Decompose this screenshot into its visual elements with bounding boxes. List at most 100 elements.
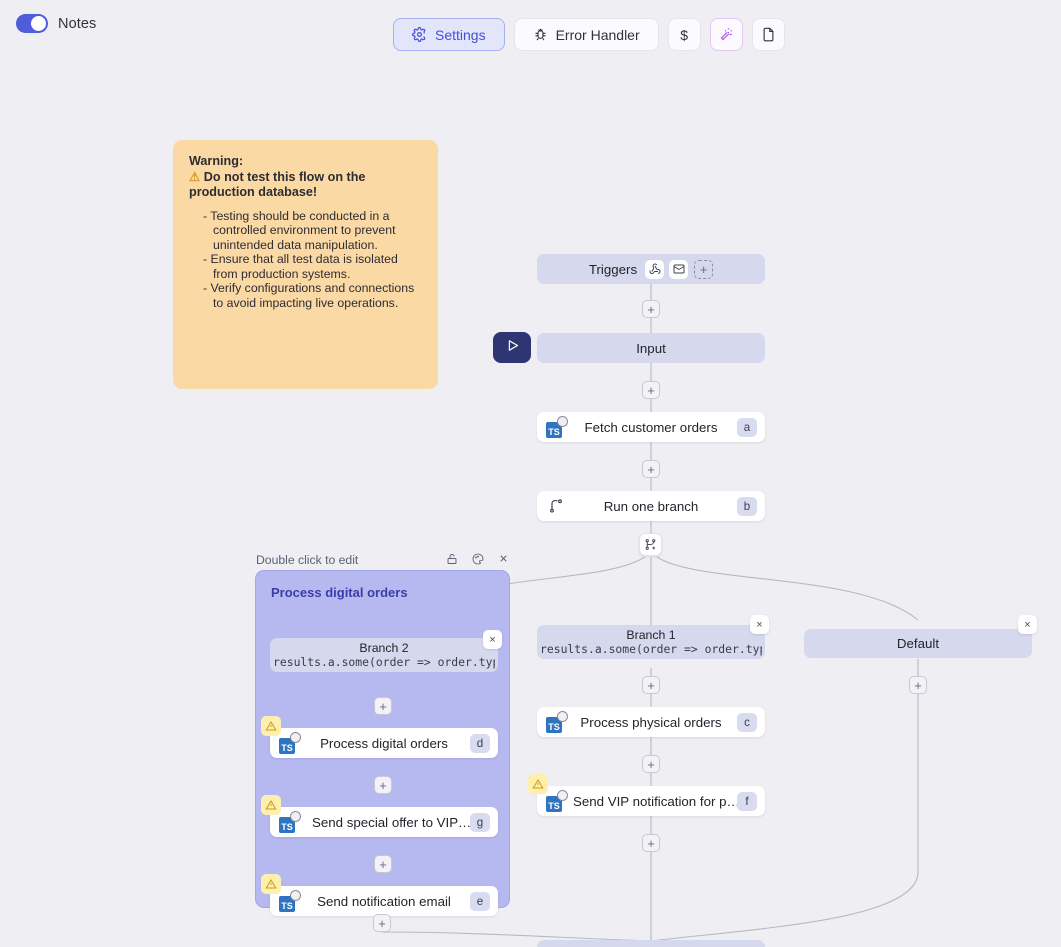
node-key-badge: a	[737, 417, 757, 437]
node-process-physical-orders[interactable]: TS Process physical orders c	[537, 707, 765, 737]
node-label: Send VIP notification for physical...	[573, 793, 745, 809]
magic-wand-icon	[719, 27, 734, 42]
add-node-button[interactable]: +	[642, 834, 660, 852]
group-process-digital-orders[interactable]: Double click to edit	[255, 550, 510, 916]
note-headline: ⚠ Do not test this flow on the productio…	[189, 170, 422, 201]
node-key-badge: g	[470, 812, 490, 832]
error-handler-button[interactable]: Error Handler	[513, 18, 659, 51]
magic-wand-button[interactable]	[709, 18, 743, 51]
node-key-badge: f	[737, 791, 757, 811]
clock-badge-icon	[557, 789, 568, 801]
typescript-icon: TS	[279, 889, 301, 912]
cost-button[interactable]: $	[667, 18, 701, 51]
note-headline-text: Do not test this flow on the production …	[189, 169, 366, 200]
add-node-button[interactable]: +	[374, 697, 392, 715]
add-node-button[interactable]: +	[642, 381, 660, 399]
add-node-button[interactable]: +	[373, 914, 391, 932]
group-title: Process digital orders	[271, 585, 408, 600]
toggle-knob	[31, 16, 46, 31]
list-item: Verify configurations and connections to…	[203, 281, 422, 310]
node-key-badge: b	[737, 496, 757, 516]
typescript-icon: TS	[546, 710, 568, 733]
branch-node-default[interactable]: Default	[804, 629, 1032, 658]
branch-title: Branch 1	[626, 628, 676, 642]
node-label: Run one branch	[603, 498, 699, 514]
branch-expression: results.a.some(order => order.type	[273, 655, 495, 669]
notes-toggle-group: Notes	[16, 14, 96, 33]
file-icon	[761, 27, 776, 42]
notes-label: Notes	[58, 15, 97, 32]
merge-node[interactable]	[537, 940, 765, 947]
group-body[interactable]: Process digital orders Branch 2 results.…	[255, 570, 510, 916]
add-node-button[interactable]: +	[909, 676, 927, 694]
input-label: Input	[636, 340, 666, 356]
node-label: Send special offer to VIP digital c...	[312, 814, 472, 830]
triggers-label: Triggers	[588, 261, 638, 277]
typescript-icon: TS	[546, 415, 568, 438]
branch-icon	[548, 498, 564, 514]
branch-title: Default	[896, 636, 940, 651]
triggers-node[interactable]: Triggers +	[537, 254, 765, 284]
input-node[interactable]: Input	[537, 333, 765, 363]
group-header: Double click to edit	[255, 550, 510, 570]
add-node-button[interactable]: +	[642, 300, 660, 318]
settings-label: Settings	[435, 26, 486, 43]
settings-button[interactable]: Settings	[393, 18, 505, 51]
typescript-icon: TS	[279, 731, 301, 754]
top-toolbar: Notes Settings Err	[0, 0, 1061, 60]
branch-close-button[interactable]: ×	[750, 615, 769, 634]
node-run-one-branch[interactable]: Run one branch b	[537, 491, 765, 521]
warning-icon	[261, 716, 281, 736]
group-hint-label: Double click to edit	[256, 553, 359, 567]
node-process-digital-orders[interactable]: TS Process digital orders d	[261, 716, 498, 758]
branch-title: Branch 2	[359, 641, 409, 655]
gear-icon	[412, 27, 427, 42]
warning-icon	[261, 795, 281, 815]
webhook-icon[interactable]	[645, 259, 665, 279]
notes-toggle[interactable]	[16, 14, 48, 33]
file-button[interactable]	[751, 18, 785, 51]
clock-badge-icon	[557, 710, 568, 722]
node-send-notification-email[interactable]: TS Send notification email e	[261, 874, 498, 916]
lock-icon[interactable]	[446, 553, 458, 568]
note-bullet-list: Testing should be conducted in a control…	[203, 209, 422, 311]
add-node-button[interactable]: +	[642, 460, 660, 478]
toolbar-buttons: Settings Error Handler $	[393, 18, 785, 51]
add-node-button[interactable]: +	[374, 776, 392, 794]
warning-icon	[528, 774, 548, 794]
close-icon[interactable]	[498, 553, 509, 567]
node-label: Process digital orders	[320, 735, 448, 751]
branch-node-2[interactable]: Branch 2 results.a.some(order => order.t…	[270, 638, 498, 672]
add-trigger-button[interactable]: +	[694, 259, 714, 279]
add-node-button[interactable]: +	[642, 755, 660, 773]
add-node-button[interactable]: +	[374, 855, 392, 873]
list-item: Ensure that all test data is isolated fr…	[203, 252, 422, 281]
node-key-badge: d	[470, 733, 490, 753]
clock-badge-icon	[557, 415, 568, 427]
error-handler-label: Error Handler	[555, 26, 640, 43]
branch-node-1[interactable]: Branch 1 results.a.some(order => order.t…	[537, 625, 765, 659]
branch-splitter-button[interactable]	[639, 533, 662, 556]
branch-expression: results.a.some(order => order.type	[540, 642, 762, 656]
clock-badge-icon	[290, 810, 301, 822]
typescript-icon: TS	[546, 789, 568, 812]
node-send-special-offer[interactable]: TS Send special offer to VIP digital c..…	[261, 795, 498, 837]
node-fetch-customer-orders[interactable]: TS Fetch customer orders a	[537, 412, 765, 442]
warning-triangle-icon: ⚠	[189, 169, 201, 184]
warning-note[interactable]: Warning: ⚠ Do not test this flow on the …	[173, 140, 438, 389]
palette-icon[interactable]	[472, 553, 484, 568]
note-title: Warning:	[189, 154, 244, 168]
envelope-icon[interactable]	[669, 259, 689, 279]
typescript-icon: TS	[279, 810, 301, 833]
add-node-button[interactable]: +	[642, 676, 660, 694]
node-key-badge: e	[470, 891, 490, 911]
run-flow-button[interactable]	[493, 332, 531, 363]
warning-icon	[261, 874, 281, 894]
branch-close-button[interactable]: ×	[483, 630, 502, 649]
dollar-icon: $	[680, 26, 689, 43]
node-send-vip-notification[interactable]: TS Send VIP notification for physical...…	[528, 774, 765, 816]
branch-close-button[interactable]: ×	[1018, 615, 1037, 634]
node-label: Send notification email	[317, 893, 451, 909]
